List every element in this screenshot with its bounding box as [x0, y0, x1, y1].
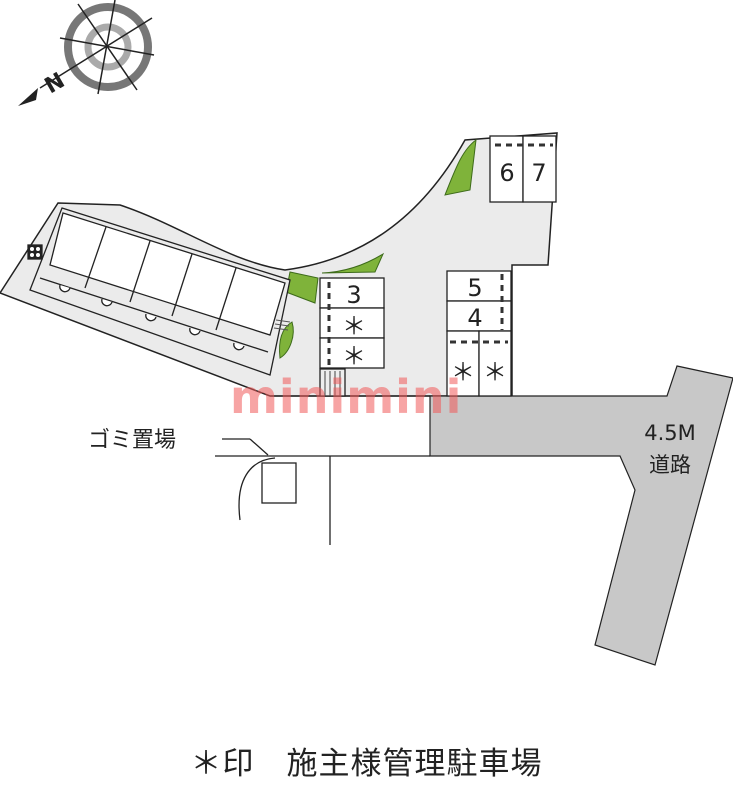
compass-icon: N: [18, 0, 155, 106]
building: [27, 207, 291, 376]
stall-owner-2: ＊: [342, 342, 366, 370]
stall-6: 6: [499, 159, 514, 187]
stall-owner-4: ＊: [483, 358, 507, 386]
stall-3: 3: [346, 281, 361, 309]
stall-owner-3: ＊: [451, 358, 475, 386]
watermark: minimini: [230, 370, 463, 424]
legend-footer: ＊印 施主様管理駐車場: [190, 746, 543, 782]
stall-7: 7: [531, 159, 546, 187]
meter-box-icon: [27, 244, 43, 260]
stall-owner-1: ＊: [342, 312, 366, 340]
greenery: [279, 138, 477, 359]
garbage-label: ゴミ置場: [88, 428, 176, 453]
road-area: [429, 365, 733, 666]
road-width-label: 4.5M: [644, 421, 696, 445]
parking-stalls: [319, 135, 557, 397]
stall-5: 5: [467, 274, 482, 302]
stall-4: 4: [467, 304, 482, 332]
lot-area: [0, 132, 558, 397]
garbage-area: [222, 438, 297, 521]
road-label: 道路: [649, 453, 691, 477]
